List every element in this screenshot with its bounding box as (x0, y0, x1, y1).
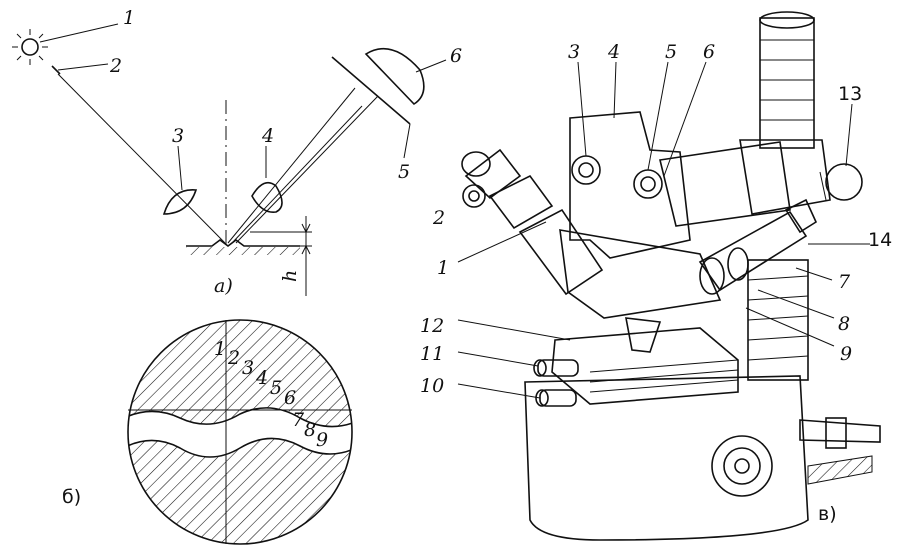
base-knob-inner (723, 447, 761, 485)
leader-c-10 (457, 383, 541, 399)
leader-c-6 (663, 61, 707, 177)
microscope-base (524, 375, 809, 541)
knob-5 (633, 169, 663, 199)
label-c-8: 8 (838, 313, 850, 335)
reflected-beam-a (227, 87, 356, 244)
panel-c-microscope: 1 2 3 4 5 6 7 8 9 10 11 12 13 14 в) (420, 11, 892, 541)
upper-column (759, 11, 815, 149)
label-a-6: 6 (450, 45, 462, 67)
focus-knob-13 (825, 163, 863, 201)
h-dimension (250, 216, 312, 296)
label-c-9: 9 (840, 343, 852, 365)
leader-c-1 (457, 221, 547, 263)
stage-12 (551, 327, 739, 405)
field-circle (127, 319, 353, 545)
illuminator-tube (698, 210, 808, 292)
label-c-2: 2 (432, 207, 445, 229)
leader-c-5 (647, 61, 669, 171)
lens-3 (162, 189, 198, 215)
leader-c-12 (457, 319, 571, 341)
column (747, 259, 809, 381)
stage-knob-11 (533, 359, 579, 377)
label-c-11: 11 (420, 343, 444, 365)
label-c-13: 13 (838, 83, 862, 105)
label-c-6: 6 (703, 41, 715, 63)
eyepiece-cap (461, 151, 491, 177)
label-a-1: 1 (123, 7, 135, 29)
light-source-icon (12, 29, 48, 65)
reticle-plate-5 (331, 56, 411, 125)
column-joint (739, 139, 831, 215)
label-c-3: 3 (568, 41, 580, 63)
reticle-scale: 1 2 3 4 5 6 7 8 9 (214, 338, 328, 451)
microscope-head (569, 111, 691, 259)
base-knob (711, 435, 773, 497)
label-a-2: 2 (109, 55, 122, 77)
scale-digit-3: 3 (242, 357, 254, 379)
lens-4 (251, 181, 283, 213)
label-a-5: 5 (398, 161, 410, 183)
label-a-4: 4 (261, 125, 274, 147)
scale-digit-8: 8 (304, 419, 316, 441)
label-c-5: 5 (665, 41, 677, 63)
reflected-beam-b (235, 95, 379, 244)
incident-beam (57, 73, 226, 244)
stage-knob-10 (535, 389, 577, 407)
reflected-beam-c (231, 105, 363, 244)
leader-1 (39, 23, 119, 43)
label-c-4: 4 (607, 41, 620, 63)
label-c-1: 1 (437, 257, 449, 279)
leader-c-13 (845, 103, 853, 167)
caption-c: в) (818, 503, 837, 525)
scale-digit-2: 2 (227, 347, 240, 369)
label-c-7: 7 (838, 271, 851, 293)
label-c-14: 14 (868, 229, 892, 251)
surface-sample (186, 239, 300, 255)
leader-6 (415, 59, 447, 73)
leader-c-9 (745, 307, 835, 347)
leader-c-3 (577, 61, 587, 157)
label-a-h: h (279, 270, 301, 282)
leader-2 (57, 63, 109, 71)
objective (625, 317, 662, 353)
scale-digit-6: 6 (284, 387, 296, 409)
scale-digit-4: 4 (255, 367, 268, 389)
leader-3 (177, 145, 183, 191)
label-a-3: 3 (172, 125, 184, 147)
eyepiece-barrel (488, 174, 554, 230)
knob-2 (462, 184, 486, 208)
eyepiece-tube (518, 208, 604, 296)
leader-c-7 (795, 267, 833, 281)
leader-c-4 (613, 61, 617, 119)
caption-b: б) (62, 486, 81, 508)
power-cable (807, 455, 873, 485)
panel-a-scheme: 1 2 3 4 5 6 h а) (12, 7, 462, 297)
caption-a: а) (214, 275, 233, 297)
scale-digit-5: 5 (270, 377, 282, 399)
leader-5 (403, 123, 411, 159)
knob-3 (571, 155, 601, 185)
slit (51, 65, 61, 75)
scale-digit-1: 1 (214, 338, 226, 360)
label-c-12: 12 (420, 315, 444, 337)
scale-digit-7: 7 (292, 409, 305, 431)
side-connector (799, 419, 881, 443)
label-c-10: 10 (420, 375, 444, 397)
leader-c-11 (457, 351, 539, 367)
scale-digit-9: 9 (316, 429, 328, 451)
eyepiece-6 (364, 47, 425, 106)
lower-housing (559, 229, 722, 319)
leader-c-8 (757, 289, 835, 319)
panel-b-field-of-view: 1 2 3 4 5 6 7 8 9 б) (62, 319, 353, 545)
horizontal-arm (659, 141, 791, 227)
